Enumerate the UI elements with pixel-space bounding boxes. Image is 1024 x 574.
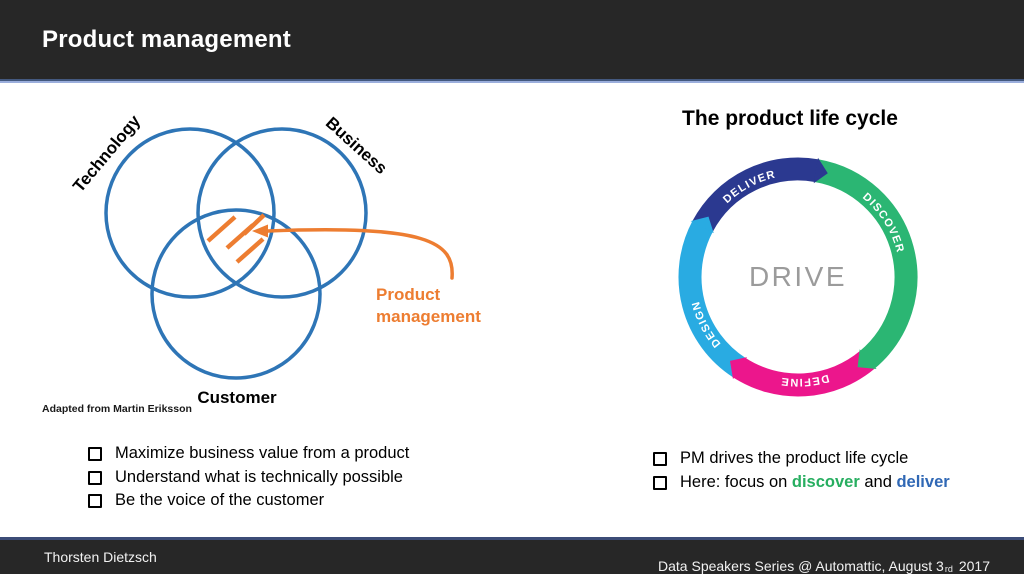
footer-author: Thorsten Dietzsch	[44, 549, 157, 565]
header-bar: Product management	[0, 0, 1024, 79]
venn-credit: Adapted from Martin Eriksson	[42, 403, 192, 415]
square-bullet-icon	[653, 475, 667, 490]
footer-event: Data Speakers Series @ Automattic, Augus…	[658, 540, 990, 574]
hatch-line	[206, 215, 237, 243]
list-item: Here: focus on discover and deliver	[653, 473, 950, 497]
list-item: PM drives the product life cycle	[653, 449, 950, 473]
segment-design	[678, 220, 746, 378]
list-item: Maximize business value from a product	[88, 444, 409, 468]
footer-event-text: Data Speakers Series @ Automattic, Augus…	[658, 558, 944, 574]
highlight-discover: discover	[791, 472, 860, 491]
right-bullet-list: PM drives the product life cycle Here: f…	[653, 449, 950, 496]
venn-circle-technology	[104, 127, 276, 299]
lifecycle-ring: DISCOVER DEFINE DESIGN DELIVER DRIVE	[678, 157, 918, 397]
footer-bar: Thorsten Dietzsch Data Speakers Series @…	[0, 540, 1024, 574]
venn-center-hatching	[206, 213, 266, 264]
footer-event-ordinal: rd	[944, 564, 953, 574]
hatch-line	[235, 237, 265, 264]
segment-discover	[814, 159, 918, 369]
arrowhead-define-icon	[730, 357, 747, 380]
arrowhead-design-icon	[690, 216, 714, 234]
square-bullet-icon	[88, 470, 102, 485]
annotation-arrowhead-icon	[252, 224, 268, 238]
page-title: Product management	[42, 25, 291, 53]
highlight-deliver: deliver	[896, 472, 950, 491]
segment-deliver	[692, 157, 819, 232]
footer-event-year: 2017	[958, 558, 990, 574]
bullet-text: Understand what is technically possible	[115, 467, 403, 486]
list-item: Be the voice of the customer	[88, 491, 409, 515]
square-bullet-icon	[653, 452, 667, 466]
bullet-text: Maximize business value from a product	[115, 444, 410, 462]
arrowhead-discover-icon	[857, 349, 877, 369]
bullet-text: Be the voice of the customer	[115, 491, 325, 509]
list-item: Understand what is technically possible	[88, 468, 409, 492]
segment-define	[732, 350, 875, 397]
annotation-arrow	[266, 228, 454, 280]
ring-center-label: DRIVE	[749, 261, 847, 292]
venn-circle-business	[196, 127, 368, 299]
venn-diagram	[104, 127, 454, 380]
header-divider-dark	[0, 79, 1024, 81]
venn-circle-customer	[150, 208, 322, 380]
bullet-text-prefix: Here: focus on	[680, 472, 792, 491]
arrowhead-deliver-icon	[813, 157, 828, 184]
footer-divider	[0, 537, 1024, 540]
venn-label-customer: Customer	[197, 388, 277, 407]
square-bullet-icon	[88, 494, 102, 508]
left-bullet-list: Maximize business value from a product U…	[88, 444, 409, 515]
hatch-line	[242, 213, 266, 236]
lifecycle-title: The product life cycle	[682, 107, 898, 130]
venn-annotation: Product management	[376, 285, 481, 327]
bullet-text: PM drives the product life cycle	[680, 449, 909, 467]
bullet-text-and: and	[859, 472, 897, 491]
bullet-text: Here: focus on discover and deliver	[680, 473, 950, 492]
header-divider-light	[0, 81, 1024, 83]
square-bullet-icon	[88, 447, 102, 461]
